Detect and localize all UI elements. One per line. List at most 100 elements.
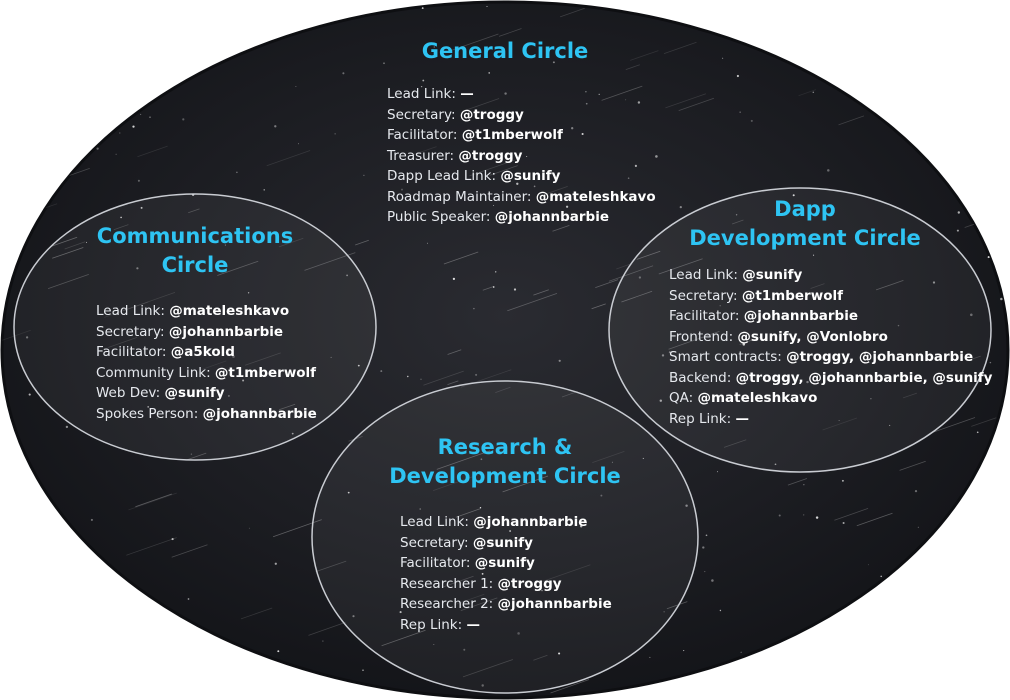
star	[579, 525, 583, 528]
star-trail	[137, 145, 168, 158]
star	[970, 313, 973, 317]
star-trail	[895, 653, 924, 664]
role-holder: @t1mberwolf	[461, 127, 563, 143]
star	[722, 57, 724, 59]
star	[835, 688, 839, 691]
star	[988, 3, 990, 5]
star	[798, 16, 801, 19]
star-trail	[975, 540, 1008, 560]
star-trail	[447, 349, 462, 355]
star	[914, 490, 918, 493]
star	[917, 526, 919, 528]
star	[2, 683, 5, 686]
star-trail	[444, 33, 499, 54]
role-label: Spokes Person:	[96, 405, 199, 422]
star	[815, 516, 819, 519]
star-trail	[24, 93, 67, 109]
star	[119, 132, 121, 134]
star	[25, 336, 29, 339]
role-holder: @a5kold	[170, 344, 235, 360]
star	[670, 2, 673, 3]
star	[994, 455, 997, 457]
role-label: Backend:	[669, 369, 732, 386]
star	[350, 12, 353, 14]
star	[585, 90, 587, 93]
role-item: Roadmap Maintainer: @mateleshkavo	[387, 187, 656, 208]
star	[993, 231, 997, 235]
star	[661, 354, 665, 357]
star-trail	[822, 417, 858, 431]
star	[10, 237, 13, 240]
star	[236, 171, 238, 174]
star	[383, 62, 385, 65]
star	[526, 156, 528, 157]
star-trail	[498, 28, 522, 37]
star-trail	[128, 492, 177, 511]
role-holder: @johannbarbie	[473, 514, 588, 530]
star-trail	[731, 219, 744, 225]
star	[74, 537, 76, 540]
star	[598, 93, 600, 96]
star-trail	[621, 290, 653, 303]
star	[541, 589, 543, 592]
star	[115, 307, 118, 309]
star-trail	[666, 601, 688, 610]
circle-title-line: Circle	[161, 253, 229, 277]
star-trail	[902, 392, 918, 399]
star-trail	[838, 115, 865, 126]
star	[719, 305, 721, 307]
star	[750, 119, 753, 122]
star-trail	[462, 659, 514, 678]
star	[281, 31, 284, 34]
star	[914, 560, 916, 561]
role-holder: —	[735, 410, 749, 427]
star-trail	[77, 611, 92, 618]
research-circle-shape	[311, 380, 699, 694]
star	[978, 597, 980, 599]
star-trail	[401, 194, 412, 200]
star	[867, 564, 869, 566]
role-item: Rep Link: —	[400, 615, 612, 636]
star	[959, 528, 961, 530]
star	[863, 352, 867, 355]
star-trail	[798, 89, 817, 97]
role-holder: —	[466, 616, 480, 633]
star-trail	[658, 258, 703, 275]
star	[4, 403, 7, 406]
star	[827, 169, 830, 172]
star-trail	[591, 303, 606, 310]
star	[188, 652, 191, 655]
star-trail	[217, 260, 259, 276]
dapp-circle-shape	[608, 187, 992, 473]
star	[347, 491, 350, 494]
star	[391, 174, 393, 176]
star	[463, 648, 466, 651]
role-item: Facilitator: @sunify	[400, 553, 612, 574]
general-circle-title: General Circle	[405, 37, 605, 66]
star-trail	[47, 274, 89, 289]
star	[140, 206, 143, 209]
star	[274, 562, 277, 565]
star	[71, 154, 73, 156]
star	[362, 669, 364, 672]
role-item: Researcher 1: @troggy	[400, 574, 612, 595]
star	[987, 256, 990, 259]
star-trail	[834, 508, 869, 521]
star-trail	[454, 593, 485, 606]
star	[642, 457, 644, 459]
star	[870, 398, 872, 400]
star	[800, 10, 803, 13]
role-label: Dapp Lead Link:	[387, 168, 497, 184]
star	[492, 286, 495, 288]
star	[778, 514, 781, 517]
star-trail	[559, 7, 585, 18]
star	[989, 361, 992, 364]
star-trail	[278, 237, 304, 248]
role-item: Researcher 2: @johannbarbie	[400, 594, 612, 615]
star	[1000, 297, 1003, 301]
star	[459, 446, 462, 449]
